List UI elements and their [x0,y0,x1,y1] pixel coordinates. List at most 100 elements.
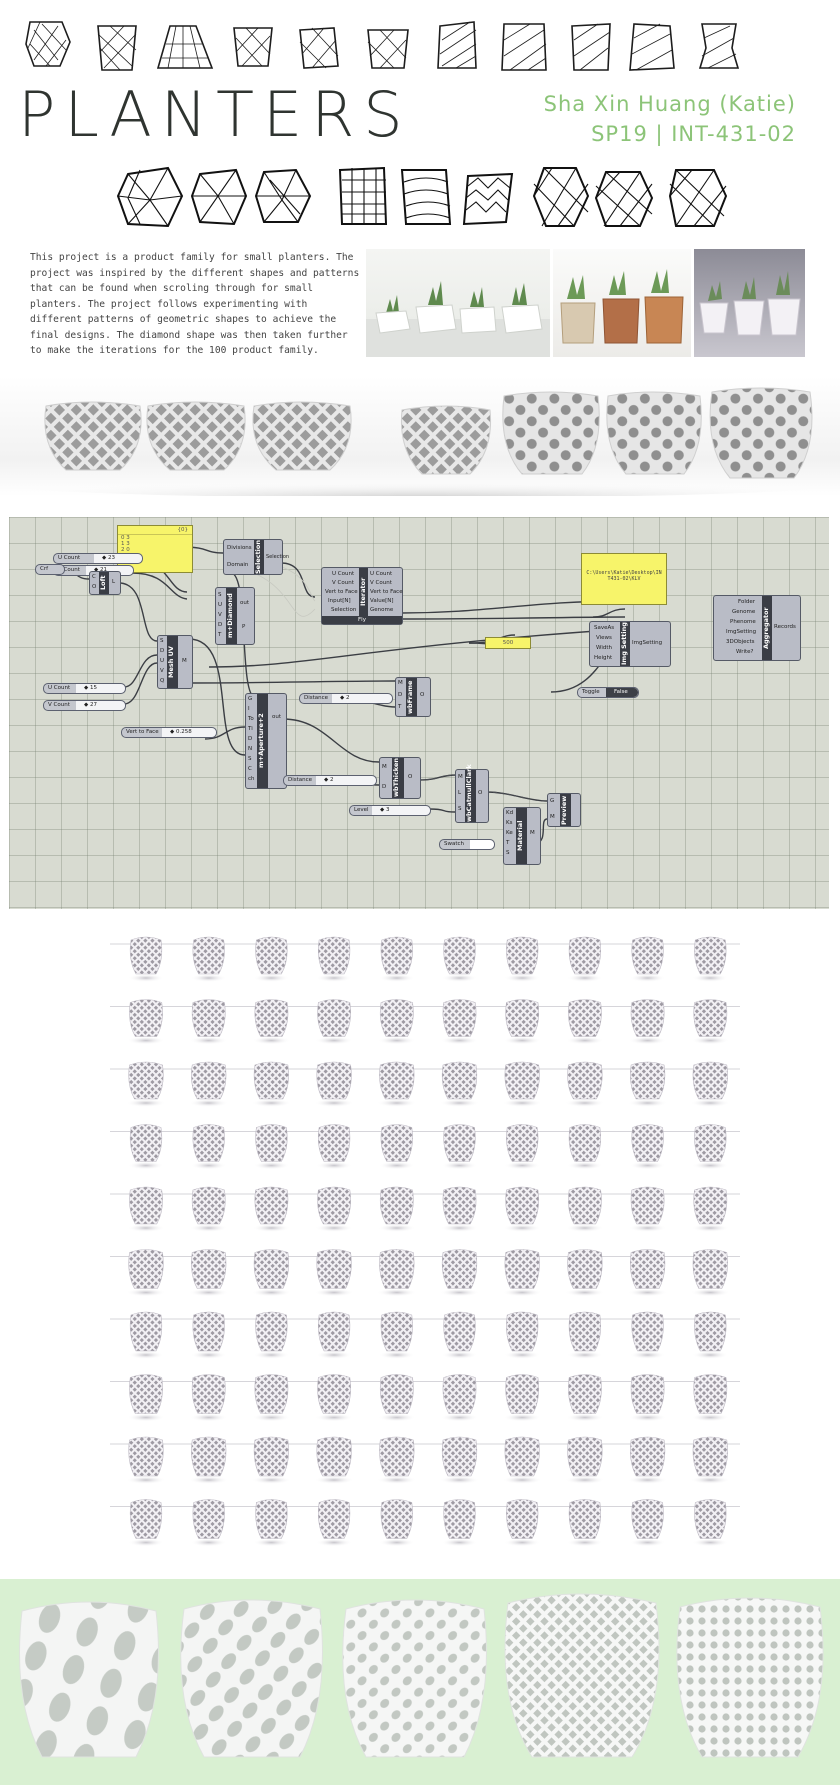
port-write[interactable]: Write? [736,649,754,655]
slider-u-count-1[interactable]: U Count ◆ 23 [53,553,143,564]
port-i[interactable]: I [248,706,250,712]
port-vert-to-face-out[interactable]: Vert to Face [370,589,403,595]
port-u-count-out[interactable]: U Count [370,571,393,577]
port-u[interactable]: U [160,658,165,664]
port-d[interactable]: D [218,622,223,628]
port-3dobjects[interactable]: 3DObjects [726,639,755,645]
port-q[interactable]: Q [160,678,165,684]
port-t[interactable]: T [218,632,222,638]
port-s[interactable]: S [248,756,252,762]
port-value-n[interactable]: Value[N] [370,598,394,604]
port-m[interactable]: M [382,764,387,770]
port-s[interactable]: S [458,806,462,812]
node-wbframe[interactable]: M D T wbFrame O [395,677,431,717]
port-v-count[interactable]: V Count [332,580,354,586]
port-phenome[interactable]: Phenome [730,619,756,625]
port-input-n[interactable]: Input[N] [328,598,351,604]
port-out[interactable]: out [272,714,282,720]
node-m-aperture-2[interactable]: G I To Ti D N S C ch m+Aperture+2 out [245,693,287,789]
port-kd[interactable]: Kd [506,810,514,816]
node-preview[interactable]: G M Preview [547,793,581,827]
slider-v-count-2[interactable]: V Count ◆ 27 [43,700,126,711]
slider-distance-1[interactable]: Distance ◆ 2 [299,693,393,704]
port-u[interactable]: U [218,602,223,608]
port-m[interactable]: M [398,680,403,686]
port-domain[interactable]: Domain [227,562,249,568]
node-material[interactable]: Kd Ks Ke T S Material M [503,807,541,865]
grid-planter-shadow [314,1099,354,1107]
port-n[interactable]: N [248,746,253,752]
port-o[interactable]: O [408,774,413,780]
path-panel[interactable]: C:\Users\Katie\Desktop\INT431-02\KLV [581,553,667,605]
port-c[interactable]: C [248,766,252,772]
port-records[interactable]: Records [774,624,796,630]
node-selection[interactable]: Divisions Domain Selection Selection [223,539,289,575]
port-v-count-out[interactable]: V Count [370,580,392,586]
node-aggregator[interactable]: Folder Genome Phenome ImgSetting 3DObjec… [713,595,801,661]
port-s[interactable]: S [506,850,510,856]
toggle-write[interactable]: Toggle False [577,687,639,698]
port-selection-in[interactable]: Selection [331,607,357,613]
crv-param[interactable]: Crf [35,564,65,575]
grid-planter [692,1436,728,1477]
port-views[interactable]: Views [596,635,612,641]
port-t[interactable]: T [506,840,510,846]
port-v[interactable]: V [218,612,222,618]
port-o[interactable]: O [420,692,425,698]
grid-planter-shadow [692,1351,729,1359]
port-ke[interactable]: Ke [506,830,513,836]
port-m[interactable]: M [530,830,535,836]
port-g[interactable]: G [248,696,253,702]
node-m-diamond[interactable]: S U V D T m+Diamond out P [215,587,255,645]
number-panel[interactable]: 500 [485,637,531,649]
port-genome[interactable]: Genome [370,607,394,613]
slider-distance-2[interactable]: Distance ◆ 2 [283,775,377,786]
swatch[interactable]: Swatch [439,839,495,850]
port-selection-out[interactable]: Selection [266,554,290,560]
slider-level[interactable]: Level ◆ 3 [349,805,431,816]
slider-vert-to-face[interactable]: Vert to Face ◆ 0.258 [121,727,217,738]
iterator-fly-bar[interactable]: Fly [322,616,402,624]
port-p[interactable]: P [242,624,246,630]
port-c[interactable]: C [92,574,96,580]
port-vert-to-face[interactable]: Vert to Face [325,589,358,595]
port-m[interactable]: M [550,814,555,820]
port-o[interactable]: O [478,790,483,796]
port-d[interactable]: D [248,736,253,742]
port-genome-in[interactable]: Genome [732,609,756,615]
port-ti[interactable]: Ti [248,726,253,732]
port-saveas[interactable]: SaveAs [594,625,615,631]
port-s[interactable]: S [160,638,164,644]
port-ks[interactable]: Ks [506,820,513,826]
port-v[interactable]: V [160,668,164,674]
port-width[interactable]: Width [596,645,612,651]
node-wbthicken[interactable]: M D wbThicken O [379,757,421,799]
port-m[interactable]: M [182,658,187,664]
port-s[interactable]: S [218,592,222,598]
port-out[interactable]: out [240,600,250,606]
node-mesh-uv[interactable]: S D U V Q Mesh UV M [157,635,193,689]
slider-u-count-2[interactable]: U Count ◆ 15 [43,683,126,694]
grasshopper-definition[interactable]: {0} 0 3 1 3 2 0 Divisions Domain Selecti… [9,517,829,909]
port-d[interactable]: D [398,692,403,698]
node-wbcatmullclark[interactable]: M L S wbCatmullClark O [455,764,489,823]
port-o[interactable]: O [92,584,97,590]
port-d[interactable]: D [382,784,387,790]
port-divisions[interactable]: Divisions [227,545,252,551]
node-img-setting[interactable]: SaveAs Views Width Height Img Setting Im… [589,621,671,667]
port-l[interactable]: L [112,579,116,585]
port-height[interactable]: Height [594,655,613,661]
node-loft[interactable]: C O Loft L [89,571,121,595]
port-g[interactable]: G [550,798,555,804]
port-imgsetting-in[interactable]: ImgSetting [726,629,757,635]
port-imgsetting-out[interactable]: ImgSetting [632,640,663,646]
port-folder[interactable]: Folder [738,599,755,605]
port-ch[interactable]: ch [248,776,255,782]
port-l[interactable]: L [458,790,462,796]
port-d[interactable]: D [160,648,165,654]
node-iterator[interactable]: U Count V Count Vert to Face Input[N] Se… [321,567,403,625]
port-u-count[interactable]: U Count [332,571,355,577]
port-to[interactable]: To [248,716,254,722]
port-m[interactable]: M [458,774,463,780]
port-t[interactable]: T [398,704,402,710]
